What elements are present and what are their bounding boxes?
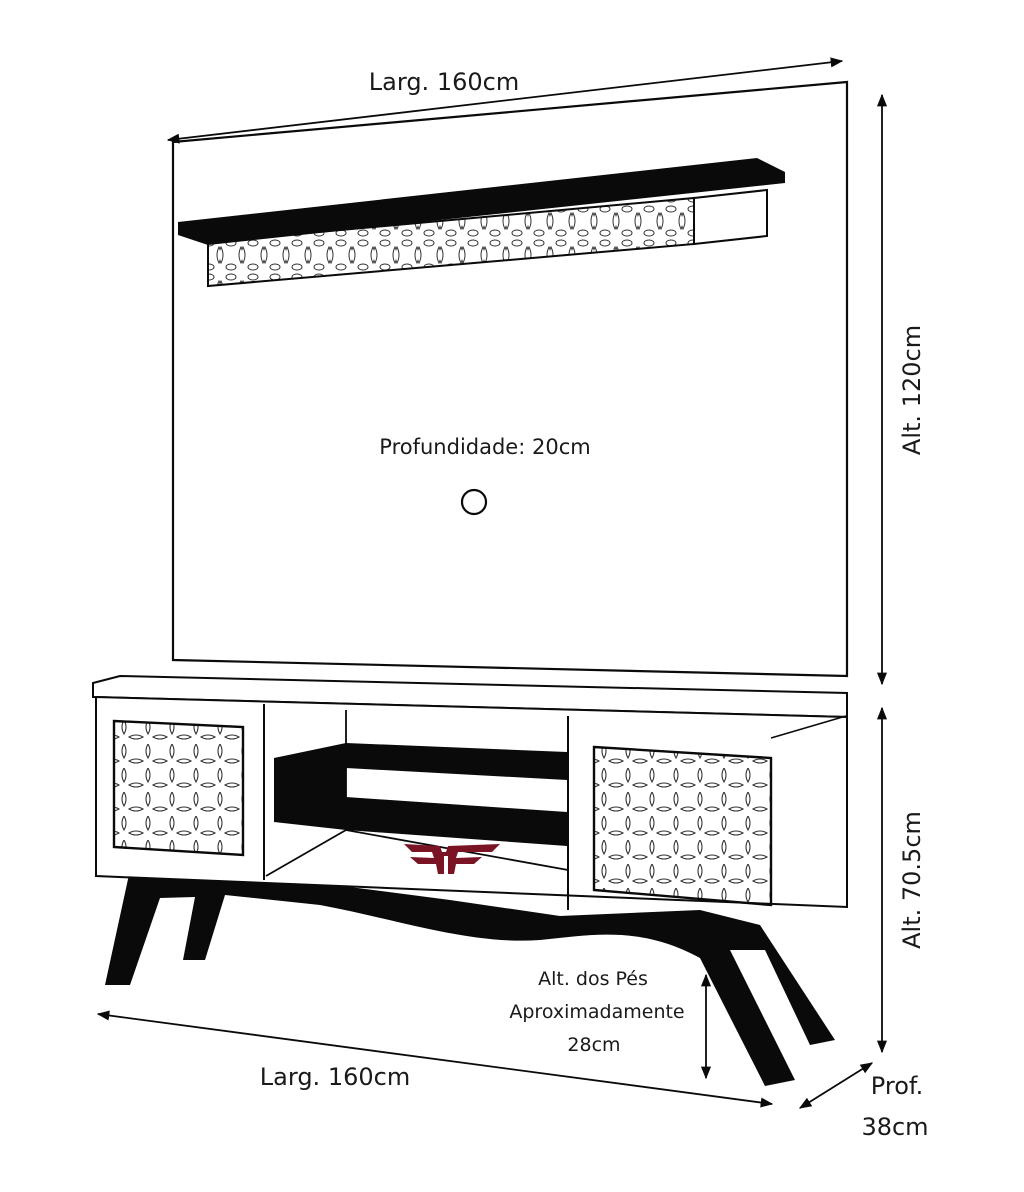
tv-panel (171, 80, 849, 678)
panel-shelf (178, 158, 785, 288)
rack-depth-label-line1: Prof. (871, 1072, 923, 1100)
feet-height-label-line1: Alt. dos Pés (538, 968, 648, 990)
cable-hole-icon (460, 488, 488, 516)
rack-width-label: Larg. 160cm (260, 1063, 410, 1091)
panel-width-arrow (166, 57, 844, 144)
rack-depth-label-line2: 38cm (861, 1113, 928, 1141)
rack-legs (105, 870, 835, 1086)
rack-depth-arrow (798, 1062, 874, 1109)
panel-height-label: Alt. 120cm (898, 325, 926, 455)
left-door-pattern-panel (112, 719, 245, 857)
tv-rack (92, 674, 848, 1086)
rack-side-edge (770, 715, 847, 739)
panel-depth-label: Profundidade: 20cm (379, 435, 590, 459)
brand-logo (404, 844, 500, 874)
shelf-plain-front (693, 188, 768, 246)
panel-width-label: Larg. 160cm (369, 68, 519, 96)
rack-width-arrow (96, 1010, 774, 1108)
rack-top-slab (92, 674, 848, 719)
right-door-pattern-panel (592, 745, 773, 907)
rack-height-label: Alt. 70.5cm (898, 811, 926, 949)
shelf-top-board (178, 158, 785, 245)
feet-height-label-line2: Aproximadamente (509, 1001, 684, 1023)
niche-shelf (274, 743, 567, 846)
feet-height-label-line3: 28cm (567, 1034, 620, 1056)
